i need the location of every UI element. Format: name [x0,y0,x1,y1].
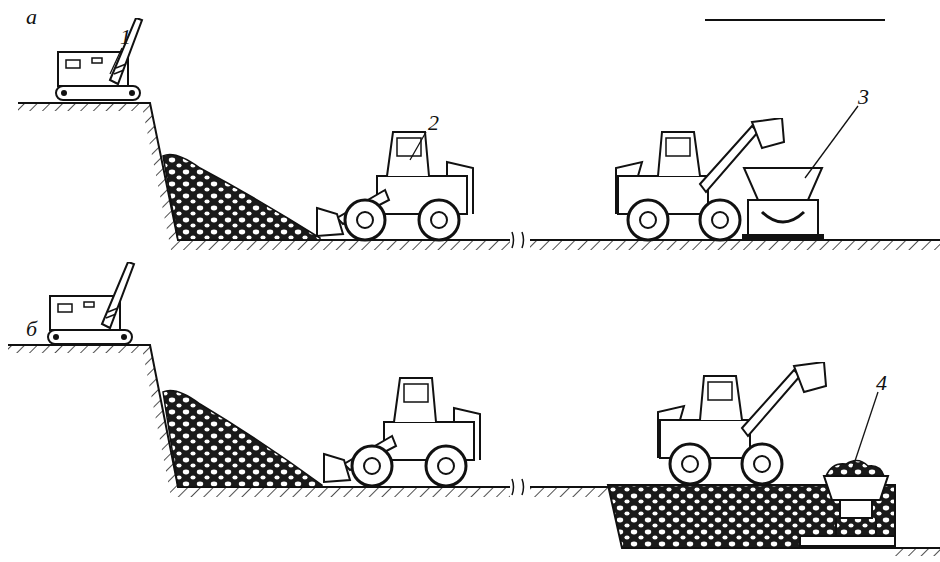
ground-line [8,345,940,548]
wheel-loader [317,132,473,240]
ground-hatch [18,103,510,250]
rule-line [705,19,885,21]
ground-hatch [895,548,940,556]
callout-number: 3 [858,86,869,108]
scheme-letter: б [26,318,37,340]
scheme-letter: а [26,6,37,28]
rock-pile [163,155,320,241]
leader-line [410,132,426,160]
leader-line [852,392,878,470]
ground-hatch [530,487,608,497]
drill-rig [56,18,142,100]
wheel-loader [658,362,826,484]
leader-line [805,106,858,178]
rock-pile [163,391,322,488]
break-mark [512,232,524,248]
callout-number: 1 [120,26,131,48]
feeder [800,460,895,546]
ground-hatch [8,345,510,497]
wheel-loader [324,378,480,486]
leader-line [110,48,122,74]
callout-number: 4 [876,372,887,394]
crusher [742,168,824,240]
drill-rig [48,262,134,344]
ground-hatch [530,240,940,250]
ground-line [18,103,940,240]
break-mark [512,479,524,495]
scheme-b [8,262,940,556]
callout-number: 2 [428,112,439,134]
scheme-a [18,18,940,250]
